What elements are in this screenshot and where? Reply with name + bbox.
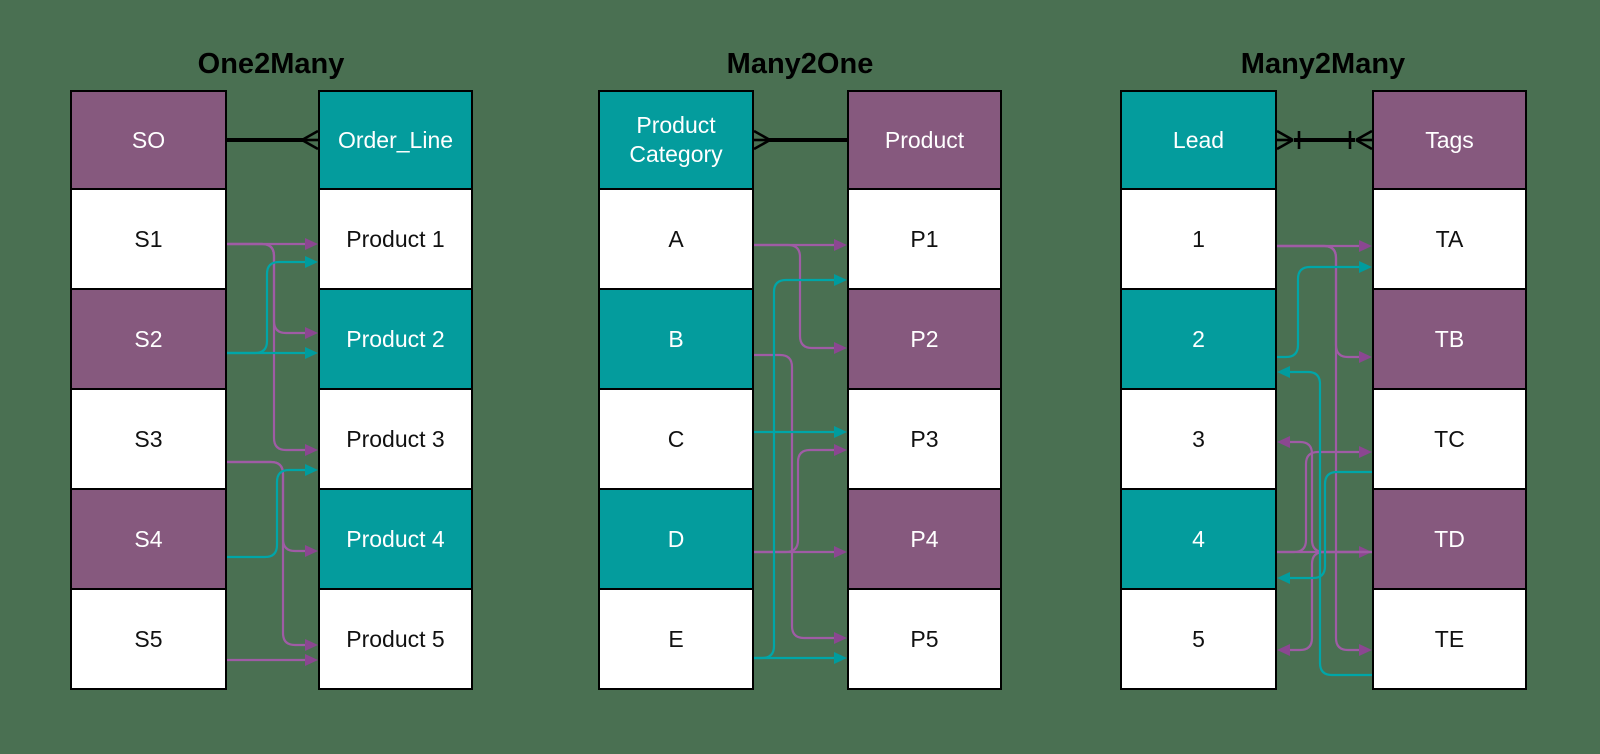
left-table-row: C (598, 390, 754, 490)
right-table-row: Product 3 (318, 390, 473, 490)
left-table-row: S5 (70, 590, 227, 690)
arrowhead-purple (305, 238, 318, 250)
arrowhead-purple (305, 654, 318, 666)
arrowhead-purple (1359, 351, 1372, 363)
right-table-header: Tags (1372, 90, 1527, 190)
arrowhead-teal (305, 347, 318, 359)
arrowhead-purple (1359, 644, 1372, 656)
right-table-row: P3 (847, 390, 1002, 490)
left-table-row: S2 (70, 290, 227, 390)
left-table-row: 4 (1120, 490, 1277, 590)
right-table-header: Order_Line (318, 90, 473, 190)
relation-link-purple (227, 460, 305, 647)
crow-foot-prong (753, 138, 771, 151)
right-table-row: Product 2 (318, 290, 473, 390)
panel-title-one2many: One2Many (197, 48, 345, 80)
crow-foot-prong (1276, 138, 1294, 151)
right-table-row: TE (1372, 590, 1527, 690)
left-table-row: B (598, 290, 754, 390)
left-table-row: A (598, 190, 754, 290)
right-table-row: Product 5 (318, 590, 473, 690)
crow-foot-prong (301, 129, 319, 142)
left-table-header: SO (70, 90, 227, 190)
left-table-row: 1 (1120, 190, 1277, 290)
arrowhead-teal (305, 464, 318, 476)
arrowhead-purple (305, 545, 318, 557)
arrowhead-purple (834, 546, 847, 558)
arrowhead-purple (834, 239, 847, 251)
right-table-row: TC (1372, 390, 1527, 490)
panel-title-many2one: Many2One (726, 48, 874, 80)
arrowhead-purple (834, 632, 847, 644)
relation-link-teal (1277, 265, 1359, 359)
arrowhead-teal (834, 274, 847, 286)
relation-link-teal (754, 278, 834, 660)
panel-title-many2many: Many2Many (1240, 48, 1406, 80)
relation-link-teal (1290, 470, 1372, 580)
relation-link-purple (227, 460, 305, 553)
relation-link-purple (1290, 550, 1372, 652)
left-table-row: 2 (1120, 290, 1277, 390)
crow-foot-prong (1355, 129, 1373, 142)
arrowhead-teal (1277, 366, 1290, 378)
arrowhead-purple (1277, 644, 1290, 656)
left-table-row: 3 (1120, 390, 1277, 490)
right-table-row: P4 (847, 490, 1002, 590)
right-table-row: P5 (847, 590, 1002, 690)
arrowhead-purple (305, 327, 318, 339)
crow-foot-prong (1355, 138, 1373, 151)
arrowhead-teal (834, 426, 847, 438)
relation-link-purple (227, 242, 305, 452)
relation-link-teal (1290, 370, 1372, 677)
relation-link-purple (1277, 244, 1359, 359)
arrowhead-purple (834, 444, 847, 456)
arrowhead-purple (1277, 436, 1290, 448)
left-table-row: 5 (1120, 590, 1277, 690)
arrowhead-purple (1359, 446, 1372, 458)
relation-link-purple (754, 448, 834, 554)
arrowhead-purple (834, 342, 847, 354)
relation-link-teal (227, 468, 305, 559)
arrowhead-teal (305, 256, 318, 268)
right-table-row: TD (1372, 490, 1527, 590)
arrowhead-purple (305, 444, 318, 456)
arrowhead-purple (305, 639, 318, 651)
right-table-row: TA (1372, 190, 1527, 290)
right-table-row: Product 1 (318, 190, 473, 290)
right-table-row: P1 (847, 190, 1002, 290)
left-table-row: S3 (70, 390, 227, 490)
arrowhead-teal (1359, 261, 1372, 273)
left-table-row: S1 (70, 190, 227, 290)
crow-foot-prong (301, 138, 319, 151)
relation-link-purple (754, 243, 834, 350)
left-table-row: S4 (70, 490, 227, 590)
right-table-row: TB (1372, 290, 1527, 390)
relation-link-teal (227, 260, 305, 355)
relation-link-purple (1290, 440, 1372, 554)
right-table-row: P2 (847, 290, 1002, 390)
relation-link-purple (1277, 450, 1359, 554)
left-table-row: D (598, 490, 754, 590)
left-table-header: Lead (1120, 90, 1277, 190)
arrowhead-teal (834, 652, 847, 664)
relation-link-purple (754, 353, 834, 640)
arrowhead-teal (1277, 572, 1290, 584)
crow-foot-prong (753, 129, 771, 142)
left-table-header: Product Category (598, 90, 754, 190)
right-table-row: Product 4 (318, 490, 473, 590)
crow-foot-prong (1276, 129, 1294, 142)
arrowhead-purple (1359, 240, 1372, 252)
right-table-header: Product (847, 90, 1002, 190)
relation-link-purple (1277, 244, 1359, 652)
left-table-row: E (598, 590, 754, 690)
